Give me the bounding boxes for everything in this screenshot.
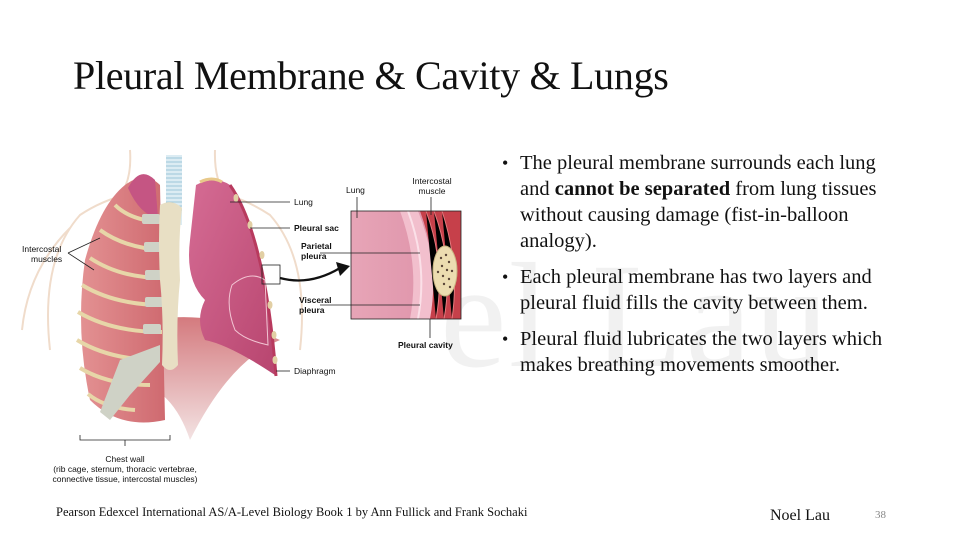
- label-intercostal-muscles: Intercostal muscles: [22, 244, 62, 264]
- label-pleural-sac: Pleural sac: [294, 223, 339, 233]
- bullet-emphasis: cannot be separated: [554, 178, 731, 200]
- label-diaphragm: Diaphragm: [294, 366, 336, 376]
- bullet-text: The pleural membrane surrounds each lung…: [520, 152, 876, 200]
- lung-diagram-illustration: [21, 149, 462, 446]
- bullet-icon: •: [502, 153, 509, 173]
- label-chest-wall: Chest wall (rib cage, sternum, thoracic …: [30, 454, 220, 484]
- sternum: [159, 202, 182, 370]
- label-line: pleura: [299, 305, 325, 315]
- label-parietal-pleura: Parietal pleura: [301, 241, 332, 261]
- label-line: muscle: [418, 186, 446, 196]
- label-line: Parietal: [301, 241, 332, 251]
- source-citation: Pearson Edexcel International AS/A-Level…: [56, 505, 528, 519]
- label-visceral-pleura: Visceral pleura: [299, 295, 331, 315]
- label-line: pleura: [301, 251, 327, 261]
- label-line: muscles: [31, 254, 63, 264]
- label-line: Visceral: [299, 295, 332, 305]
- pleura-inset: [320, 197, 462, 338]
- label-pleural-cavity: Pleural cavity: [398, 340, 453, 350]
- bullet-icon: •: [502, 267, 509, 287]
- page-number: 38: [875, 509, 886, 521]
- bullet-text: Pleural fluid lubricates the two layers …: [520, 328, 883, 376]
- bullet-item: • Pleural fluid lubricates the two layer…: [500, 326, 900, 378]
- label-line: Intercostal: [22, 244, 62, 254]
- bullet-item: • Each pleural membrane has two layers a…: [500, 264, 900, 316]
- label-lung: Lung: [294, 197, 313, 207]
- label-line: (rib cage, sternum, thoracic vertebrae,: [53, 464, 197, 474]
- label-inset-lung: Lung: [346, 185, 365, 195]
- bullet-list: • The pleural membrane surrounds each lu…: [500, 150, 900, 388]
- label-line: Intercostal: [412, 176, 452, 186]
- bullet-text: Each pleural membrane has two layers and…: [520, 266, 872, 314]
- label-inset-intercostal-muscle: Intercostal muscle: [408, 176, 456, 196]
- bullet-item: • The pleural membrane surrounds each lu…: [500, 150, 900, 254]
- label-line: connective tissue, intercostal muscles): [52, 474, 198, 484]
- bullet-icon: •: [502, 329, 509, 349]
- bullet-text: from lung tissues without causing damage…: [520, 178, 877, 252]
- watermark: el Lau: [440, 233, 831, 399]
- label-line: Chest wall: [105, 454, 145, 464]
- lung-anatomy-figure: Intercostal muscles Lung Pleural sac Par…: [0, 140, 480, 490]
- author-name: Noel Lau: [770, 507, 830, 524]
- slide-title: Pleural Membrane & Cavity & Lungs: [73, 53, 669, 98]
- lung: [189, 180, 275, 375]
